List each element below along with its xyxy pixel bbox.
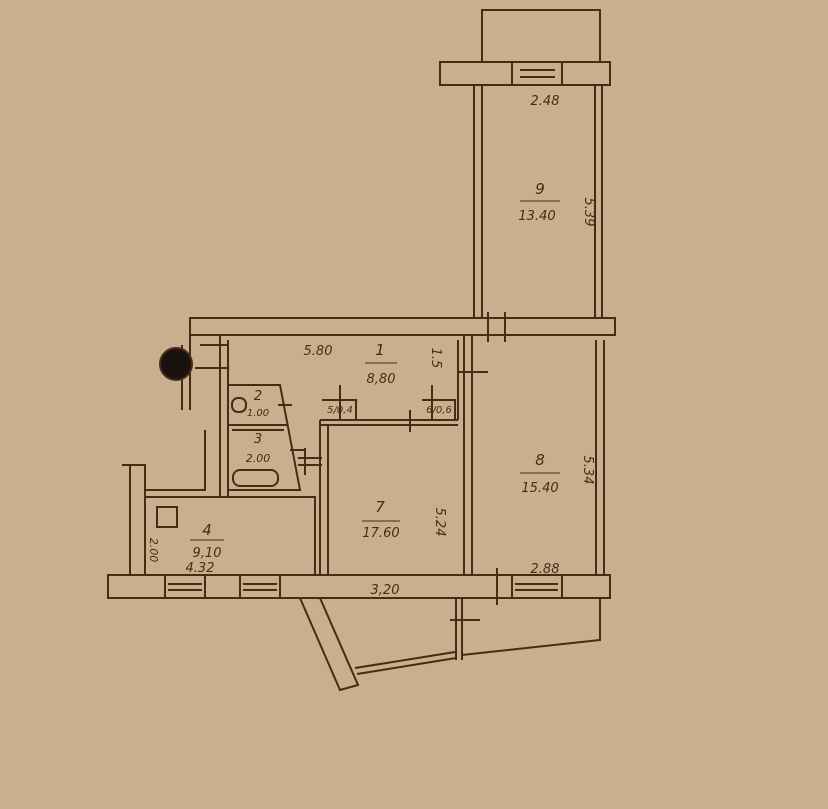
room-4-width: 4.32: [186, 561, 215, 576]
room-3-area: 2.00: [246, 452, 271, 465]
room-7-width: 3,20: [371, 583, 400, 598]
riser-pipe-icon: [159, 347, 193, 381]
room-9-number: 9: [535, 180, 545, 198]
room-4-length: 2.00: [147, 538, 160, 563]
room-1-width: 5.80: [304, 344, 333, 359]
room-2-number: 2: [254, 389, 262, 404]
room-9-labels: 2.48 9 13.40 5.39: [518, 94, 596, 226]
room-3-number: 3: [254, 432, 262, 447]
room-8-labels: 8 15.40 2.88 5.34: [520, 451, 595, 577]
room-9-length: 5.39: [581, 198, 596, 227]
room-2-area: 1.00: [247, 408, 269, 419]
room-9-area: 13.40: [518, 209, 555, 224]
room-8-length: 5.34: [580, 456, 595, 485]
room-1-labels: 5.80 1 8,80 1.5: [304, 341, 443, 387]
room-7-number: 7: [375, 498, 385, 516]
room-8-number: 8: [535, 451, 545, 469]
room-8-area: 15.40: [521, 481, 558, 496]
room-1-number: 1: [375, 341, 385, 359]
room-9-width: 2.48: [531, 94, 560, 109]
room-1-length: 1.5: [428, 348, 443, 369]
room-1-area: 8,80: [367, 372, 396, 387]
room-5-label: 5/0,4: [327, 405, 353, 416]
walls: [107, 9, 616, 692]
room-7-area: 17.60: [362, 526, 399, 541]
room-7-length: 5.24: [432, 508, 447, 537]
room-4-labels: 4 9,10 4.32 2.00: [147, 521, 224, 576]
room-6-label: 6/0,6: [426, 405, 452, 416]
room-2-labels: 2 1.00: [247, 389, 269, 419]
room-4-area: 9,10: [193, 546, 222, 561]
room-3-labels: 3 2.00: [246, 432, 271, 465]
room-7-labels: 7 17.60 3,20 5.24: [362, 498, 447, 598]
room-8-width: 2.88: [531, 562, 560, 577]
room-4-number: 4: [202, 521, 212, 539]
